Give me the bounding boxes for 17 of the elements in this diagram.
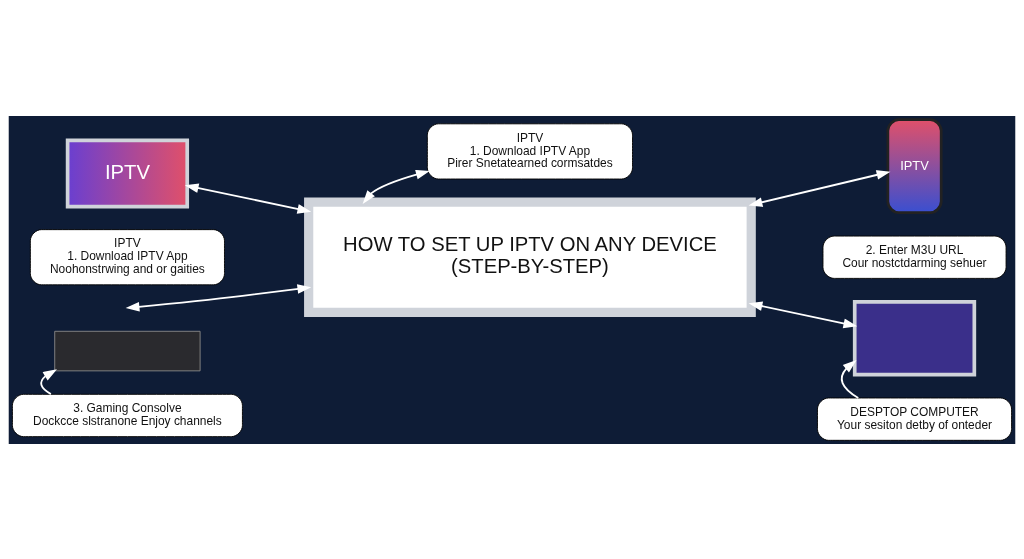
node-box [54,330,201,371]
node-box: IPTV 1. Download IPTV App Pirer Snetatearned cormsatdes [426,122,633,179]
node-box: HOW TO SET UP IPTV ON ANY DEVICE (STEP-BY-STEP) [304,196,756,317]
arrow [125,283,312,312]
arrow [840,359,860,399]
node-box: IPTV [886,117,943,214]
node-box: 2. Enter M3U URL Cour nostctdarming sehuer [822,235,1007,279]
arrow [362,169,430,204]
arrow [748,300,858,328]
node-box: IPTV 1. Download IPTV App Noohonstrwing and or gaities [29,228,225,285]
node-box: 3. Gaming Consolve Dockcce slstranone Enjoy channels [11,393,243,437]
node-box: DESPTOP COMPUTER Your sesiton detby of onteder [817,397,1013,441]
arrow [748,169,891,207]
node-box: IPTV [65,138,190,208]
arrow [40,368,57,395]
node-box [852,299,977,376]
arrow [184,182,312,214]
